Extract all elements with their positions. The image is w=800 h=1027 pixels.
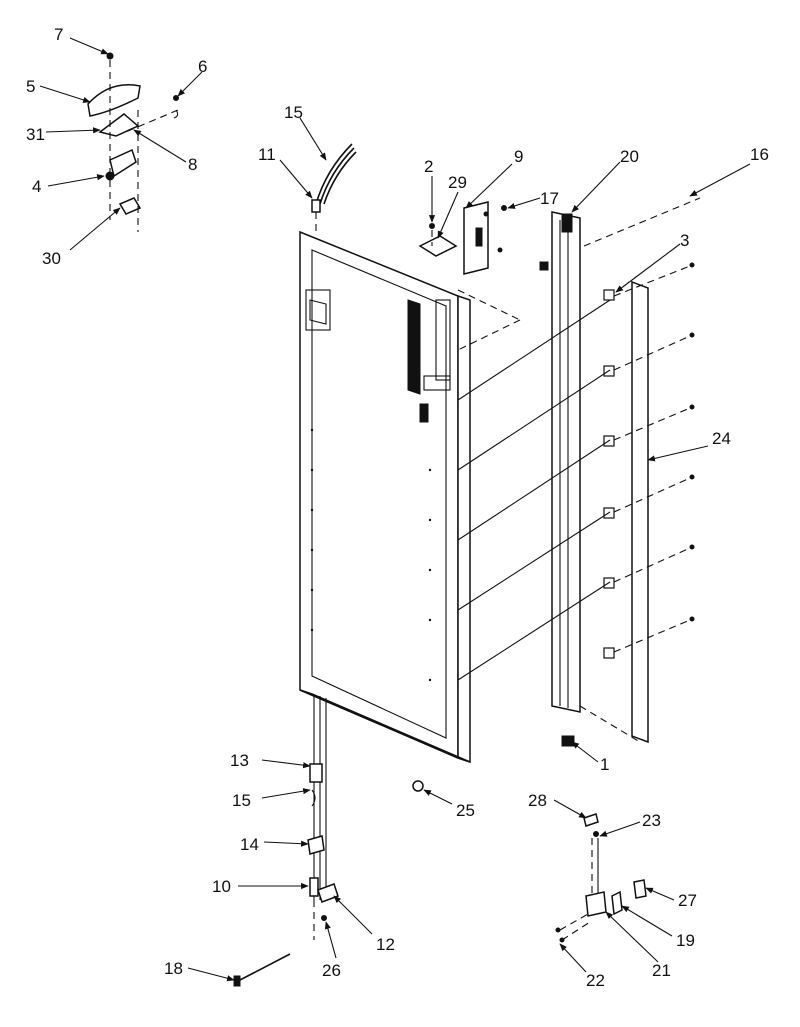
wire-harness-top: [311, 143, 357, 232]
callout-16: 16: [750, 145, 769, 164]
callout-8: 8: [188, 155, 197, 174]
callout-31: 31: [26, 125, 45, 144]
callout-26: 26: [322, 961, 341, 980]
callout-6: 6: [198, 57, 207, 76]
door-panel: [299, 230, 471, 764]
callout-18: 18: [164, 959, 183, 978]
callout-10: 10: [212, 877, 231, 896]
callout-7: 7: [54, 25, 63, 44]
leader-lines: [39, 37, 751, 982]
callout-9: 9: [514, 147, 523, 166]
callout-23: 23: [642, 811, 661, 830]
callout-14: 14: [240, 835, 259, 854]
callout-15-top: 15: [284, 103, 303, 122]
assembly-lines: [457, 197, 701, 743]
callout-4: 4: [32, 177, 41, 196]
callout-12: 12: [376, 935, 395, 954]
callout-24: 24: [712, 429, 731, 448]
callout-25: 25: [456, 801, 475, 820]
callout-5: 5: [26, 77, 35, 96]
callout-1: 1: [600, 755, 609, 774]
callout-13: 13: [230, 751, 249, 770]
bottom-hinge-assembly-right: [555, 813, 647, 943]
callout-27: 27: [678, 891, 697, 910]
callout-15-bottom: 15: [232, 791, 251, 810]
callout-3: 3: [680, 231, 689, 250]
rear-panel: [603, 280, 649, 744]
callout-labels: 7 5 6 31 8 4 30 15 11 2 29 9 17 20 16 3 …: [26, 25, 769, 990]
callout-19: 19: [676, 931, 695, 950]
callout-30: 30: [42, 249, 61, 268]
callout-2: 2: [424, 157, 433, 176]
callout-28: 28: [528, 791, 547, 810]
callout-17: 17: [540, 189, 559, 208]
bottom-hinge-assembly-left: [233, 694, 339, 987]
callout-21: 21: [652, 961, 671, 980]
callout-11: 11: [258, 145, 276, 164]
callout-29: 29: [448, 173, 467, 192]
callout-22: 22: [586, 971, 605, 990]
top-hinge-assembly: [87, 52, 179, 232]
top-bracket-parts: [418, 201, 549, 275]
gasket-strip: [551, 211, 581, 747]
foot-glide: [412, 780, 424, 792]
callout-20: 20: [620, 147, 639, 166]
